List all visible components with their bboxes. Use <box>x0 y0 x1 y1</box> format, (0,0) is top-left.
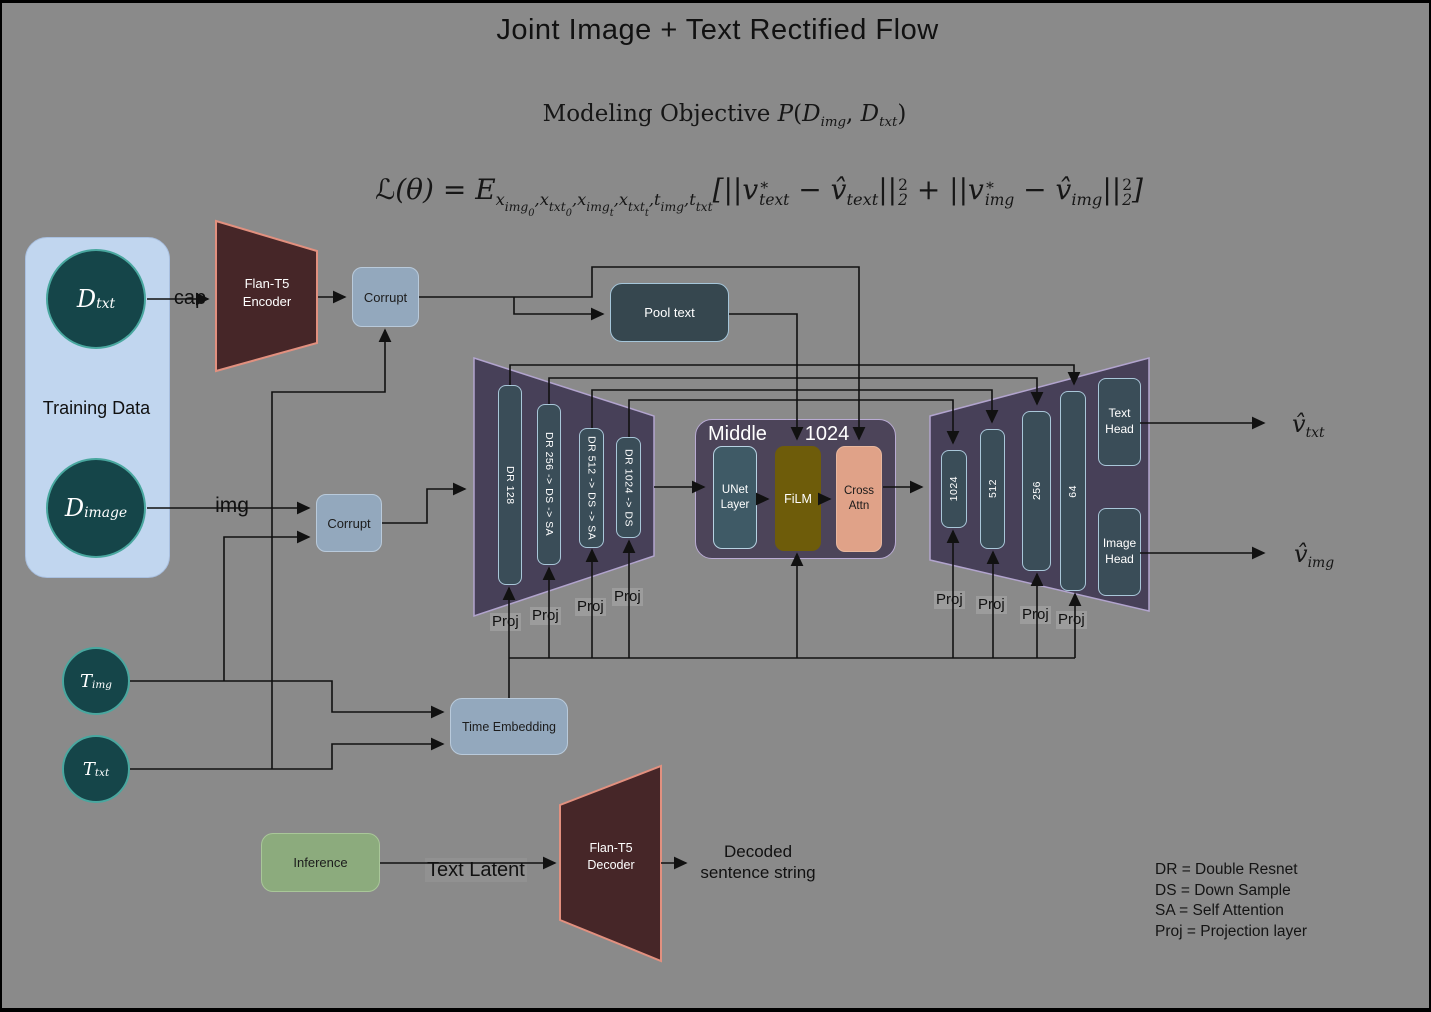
img-edge-label: img <box>215 494 249 517</box>
modeling-objective: Modeling Objective P(Dimg, Dtxt) <box>542 101 907 131</box>
encoder-bar-dr128[interactable]: DR 128 <box>498 385 522 585</box>
edge-skip-dr128-64 <box>509 364 1081 386</box>
middle-dim-label: 1024 <box>804 423 850 445</box>
v-hat-txt-output: v̂txt <box>1292 410 1325 442</box>
text-latent-label: Text Latent <box>425 858 527 882</box>
corrupt-image-node[interactable]: Corrupt <box>316 494 382 552</box>
edge-corrupt-text-pool <box>513 297 605 321</box>
loss-formula: ℒ(θ) = Eximg0,xtxt0,ximgt,xtxtt,timg,ttx… <box>375 173 1143 219</box>
decoded-string-label: Decoded sentence string <box>700 842 816 883</box>
encoder-bar-dr128-label: DR 128 <box>504 465 516 505</box>
training-data-label: Training Data <box>42 398 151 418</box>
encoder-bar-dr256-label: DR 256 -> DS -> SA <box>543 432 555 537</box>
decoder-bar-256-label: 256 <box>1030 481 1043 501</box>
proj-label-enc-128: Proj <box>490 613 521 631</box>
image-head-node[interactable]: Image Head <box>1098 508 1141 596</box>
flan-t5-decoder-label: Flan-T5 Decoder <box>587 841 635 872</box>
proj-label-dec-256: Proj <box>1020 606 1051 624</box>
middle-label: Middle <box>708 423 767 445</box>
encoder-bar-dr256[interactable]: DR 256 -> DS -> SA <box>537 404 561 565</box>
proj-label-enc-256: Proj <box>530 607 561 625</box>
cross-attn-node[interactable]: Cross Attn <box>836 446 882 552</box>
edge-ttxt-time-embedding <box>130 737 445 770</box>
edge-corrupt-image-encoder <box>382 482 467 524</box>
legend-ds: DS = Down Sample <box>1155 881 1291 899</box>
decoder-bar-256[interactable]: 256 <box>1022 411 1051 571</box>
legend: DR = Double Resnet DS = Down Sample SA =… <box>1155 860 1307 942</box>
proj-label-enc-512: Proj <box>575 598 606 616</box>
encoder-bar-dr512[interactable]: DR 512 -> DS -> SA <box>579 428 604 548</box>
flan-t5-encoder-label: Flan-T5 Encoder <box>242 276 292 309</box>
corrupt-text-node[interactable]: Corrupt <box>352 267 419 327</box>
unet-layer-node[interactable]: UNet Layer <box>713 446 757 549</box>
legend-dr: DR = Double Resnet <box>1155 861 1298 878</box>
v-hat-img-output: v̂img <box>1294 540 1335 572</box>
proj-label-dec-512: Proj <box>976 596 1007 614</box>
time-embedding-node[interactable]: Time Embedding <box>450 698 568 755</box>
film-node[interactable]: FiLM <box>775 446 821 551</box>
decoder-bar-64[interactable]: 64 <box>1060 391 1086 591</box>
encoder-bar-dr1024-label: DR 1024 -> DS <box>622 448 635 527</box>
decoder-bar-1024[interactable]: 1024 <box>941 450 967 528</box>
edge-timg-corrupt-image <box>223 530 311 681</box>
encoder-bar-dr512-label: DR 512 -> DS -> SA <box>585 435 598 541</box>
pool-text-node[interactable]: Pool text <box>610 283 729 342</box>
proj-label-dec-1024: Proj <box>934 591 965 609</box>
legend-proj: Proj = Projection layer <box>1155 922 1308 940</box>
encoder-bar-dr1024[interactable]: DR 1024 -> DS <box>616 437 641 538</box>
decoder-bar-64-label: 64 <box>1067 484 1079 498</box>
page-title: Joint Image + Text Rectified Flow <box>496 14 939 46</box>
decoder-bar-512-label: 512 <box>986 479 999 499</box>
edge-timg-time-embedding <box>130 680 445 719</box>
legend-sa: SA = Self Attention <box>1155 902 1284 919</box>
text-head-node[interactable]: Text Head <box>1098 378 1141 466</box>
decoder-bar-512[interactable]: 512 <box>980 429 1005 549</box>
decoder-bar-1024-label: 1024 <box>948 476 960 502</box>
proj-label-dec-64: Proj <box>1056 611 1087 629</box>
proj-label-enc-1024: Proj <box>612 588 643 606</box>
inference-node[interactable]: Inference <box>261 833 380 892</box>
edge-skip-dr256-256 <box>548 377 1044 406</box>
cap-edge-label: cap <box>173 287 207 309</box>
